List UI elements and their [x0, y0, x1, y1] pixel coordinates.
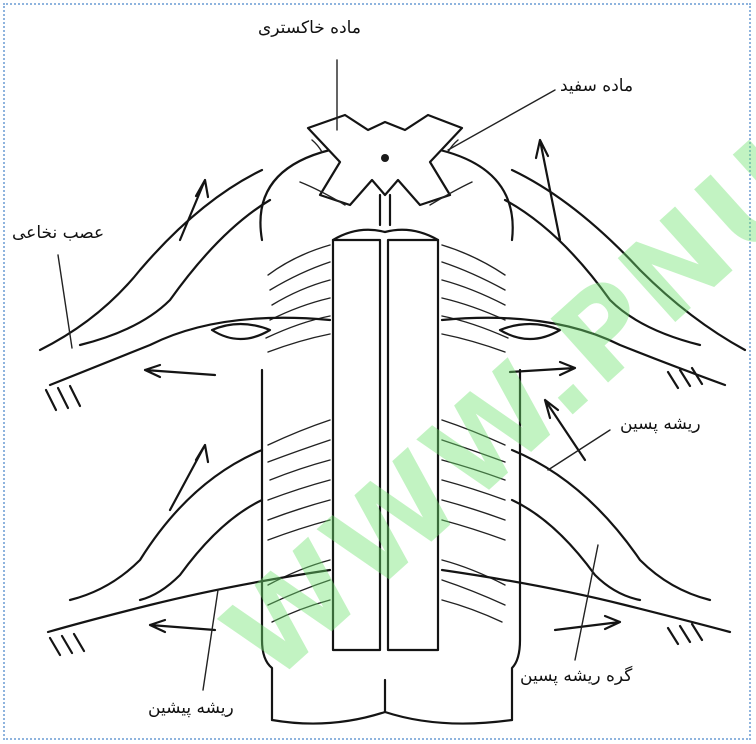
cross-section	[260, 115, 512, 240]
label-dorsal-root-ganglion: گره ریشه پسین	[520, 668, 632, 685]
label-gray-matter: ماده خاکستری	[258, 20, 361, 37]
label-ventral-root: ریشه پیشین	[148, 700, 234, 717]
label-white-matter: ماده سفید	[560, 78, 633, 95]
spinal-cord-column	[262, 230, 520, 724]
left-rootlets	[266, 245, 330, 622]
label-spinal-nerve: عصب نخاعی	[12, 225, 104, 242]
flow-arrows	[145, 140, 620, 632]
right-rootlets	[442, 245, 508, 622]
label-dorsal-root: ریشه پسین	[620, 416, 701, 433]
